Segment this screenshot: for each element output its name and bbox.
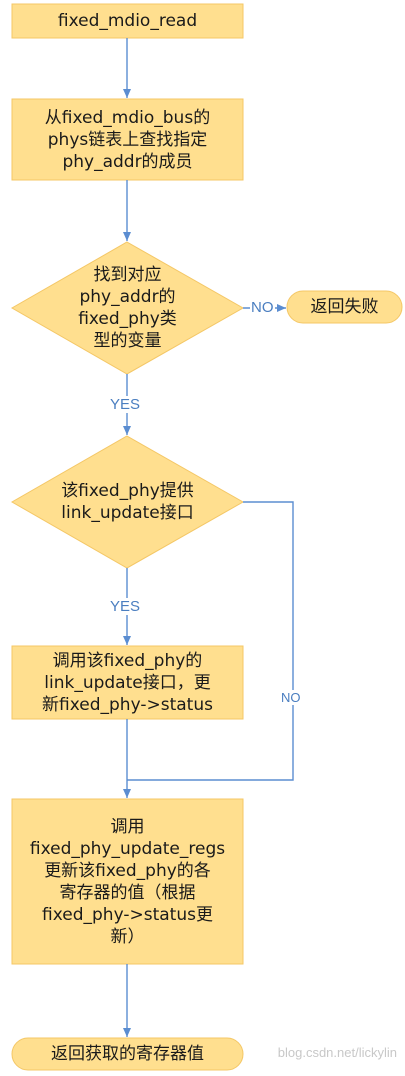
find-phy-label: 从fixed_mdio_bus的 phys链表上查找指定 phy_addr的成员 [44,107,211,172]
found-decision-label: 找到对应 phy_addr的 fixed_phy类 型的变量 [78,265,177,351]
call-update-box [11,645,244,720]
end-label: 返回获取的寄存器值 [51,1044,204,1064]
watermark: blog.csdn.net/lickylin [277,1045,397,1060]
yes-label-provides: YES [110,598,141,615]
no-label-found: NO [250,299,275,316]
find-phy-box [11,98,244,181]
start-box [11,3,244,39]
update-regs-box [11,798,244,965]
return-fail-label: 返回失败 [310,297,379,317]
return-fail-box [286,290,403,324]
update-regs-label: 调用 fixed_phy_update_regs 更新该fixed_phy的各 … [29,816,226,947]
provides-decision-label: 该fixed_phy提供 link_update接口 [61,481,194,523]
yes-label-found: YES [110,396,141,413]
end-box [11,1037,244,1071]
edge-provides-no-bypass [127,501,294,781]
start-label: fixed_mdio_read [57,11,198,31]
no-label-provides: NO [281,690,301,705]
call-update-label: 调用该fixed_phy的 link_update接口，更 新fixed_phy… [42,650,213,715]
